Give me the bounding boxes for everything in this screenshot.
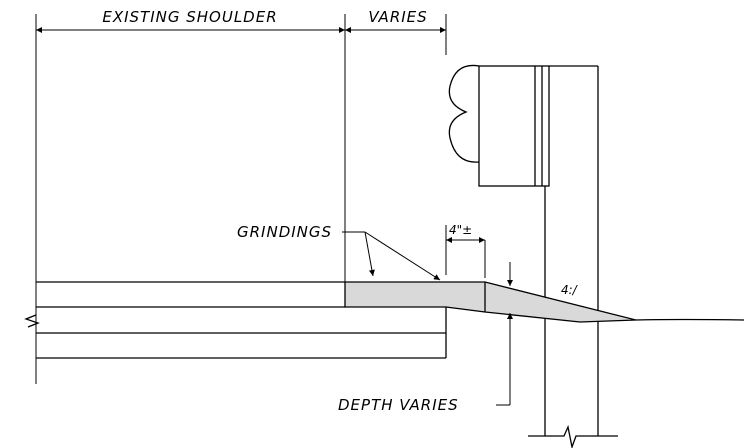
depth-arrows: DEPTH VARIES [338, 262, 513, 414]
grindings-wedge [344, 281, 637, 323]
slope-label: 4:/ [561, 283, 579, 297]
blockout [478, 65, 550, 187]
grindings-label: GRINDINGS [237, 223, 332, 241]
grindings-callout: GRINDINGS [237, 223, 441, 281]
w-beam-rail [448, 64, 480, 163]
existing-shoulder-dimension: EXISTING SHOULDER [35, 8, 346, 384]
guardrail [448, 64, 618, 448]
grindings-leader-2 [364, 231, 441, 281]
existing-pavement [24, 281, 447, 359]
grindings-area [344, 281, 745, 323]
ground-line [635, 318, 745, 321]
varies-label: VARIES [368, 8, 427, 26]
grindings-leader-1 [364, 231, 375, 277]
four-inch-dimension: 4"± [445, 223, 486, 278]
pavement-break-symbol [24, 314, 40, 328]
existing-shoulder-label: EXISTING SHOULDER [102, 8, 277, 26]
varies-dimension: VARIES [345, 8, 447, 55]
four-inch-label: 4"± [449, 223, 472, 237]
depth-varies-label: DEPTH VARIES [338, 396, 459, 414]
post-break-line [528, 424, 618, 448]
